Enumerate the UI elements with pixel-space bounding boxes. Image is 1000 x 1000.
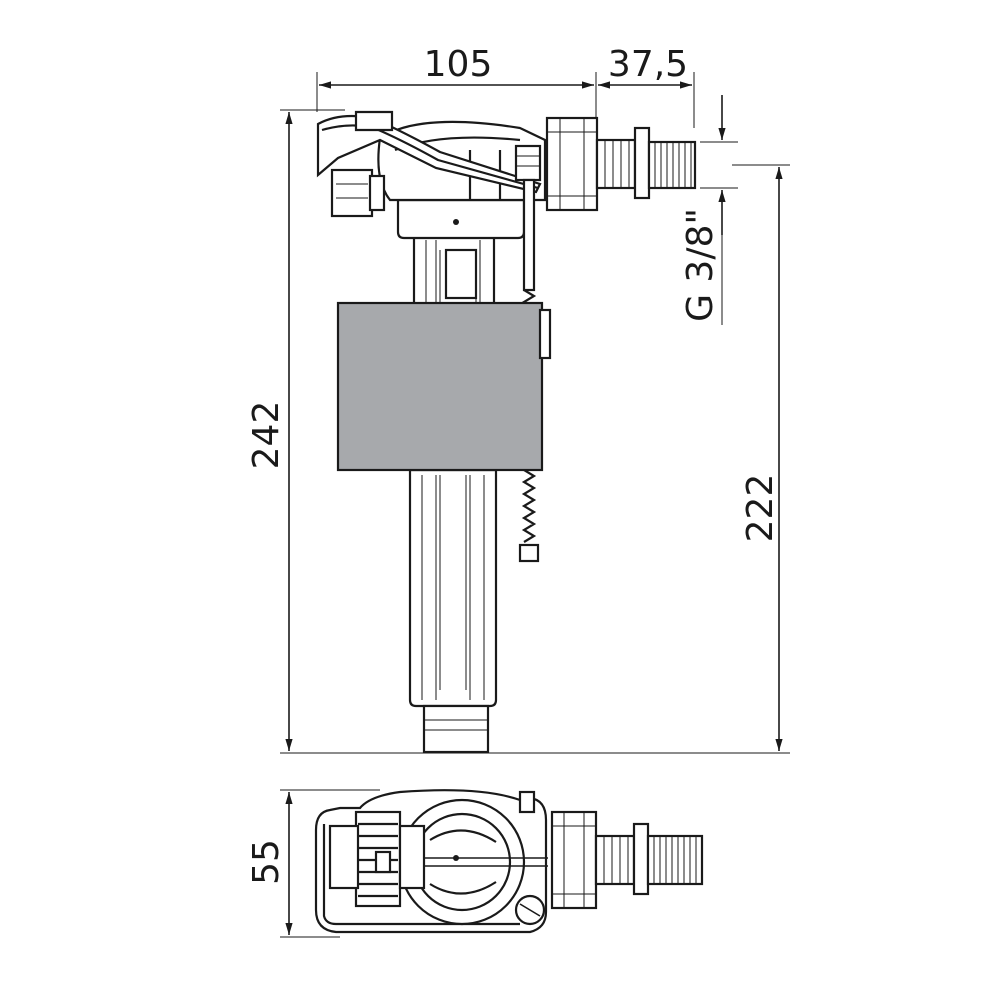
dimension-242: 242 (246, 401, 287, 470)
top-inlet-shank (594, 822, 704, 896)
dimension-222: 222 (740, 474, 781, 543)
dimension-55: 55 (246, 839, 287, 885)
inlet-nut (545, 116, 599, 212)
top-inlet-nut (550, 810, 598, 910)
inlet-shank (595, 126, 697, 200)
valve-tube (408, 468, 498, 754)
dimension-105: 105 (424, 44, 493, 85)
valve-upper-tube (412, 234, 496, 307)
fill-valve-top-view (314, 789, 704, 934)
dimension-37-5: 37,5 (608, 44, 688, 85)
top-float-clip (328, 810, 426, 908)
fill-valve-front-view (316, 110, 697, 754)
lever-arm (316, 110, 542, 218)
top-adjust-screw (514, 790, 546, 926)
thread-label: G 3/8" (680, 208, 721, 322)
top-valve-body (380, 798, 548, 926)
float (336, 301, 544, 472)
dimension-lines (280, 72, 790, 938)
float-clip (538, 308, 552, 360)
